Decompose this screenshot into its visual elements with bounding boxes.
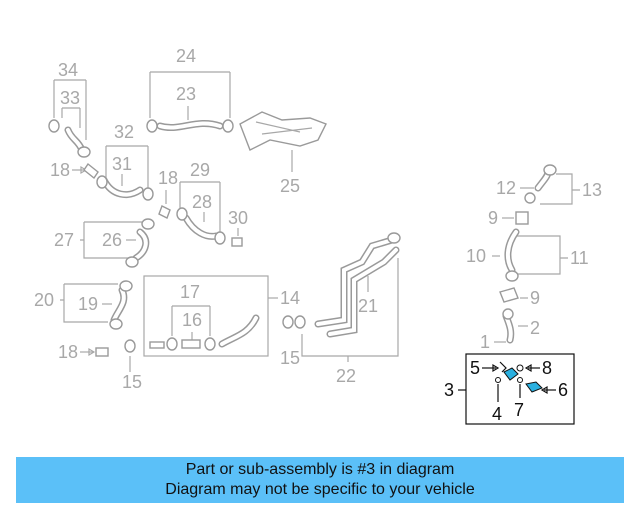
callout-9-a[interactable]: 9 <box>488 208 498 228</box>
clamp-19 <box>109 280 133 330</box>
highlighted-parts-3 <box>495 361 543 393</box>
pipe-assembly-25 <box>239 111 327 151</box>
callout-19[interactable]: 19 <box>78 294 98 314</box>
fitting-9-b <box>499 287 519 303</box>
callout-15-b[interactable]: 15 <box>280 348 300 368</box>
clamp-33 <box>77 146 91 158</box>
callout-25[interactable]: 25 <box>280 176 300 196</box>
callout-16[interactable]: 16 <box>182 310 202 330</box>
callout-1[interactable]: 1 <box>480 332 490 352</box>
callout-34[interactable]: 34 <box>58 60 78 80</box>
box-14 <box>143 275 269 357</box>
callout-11[interactable]: 11 <box>570 248 589 268</box>
callout-9-b[interactable]: 9 <box>530 288 540 308</box>
fitting-9-a <box>515 211 529 225</box>
callout-18-a[interactable]: 18 <box>50 160 70 180</box>
parts-12-13 <box>524 164 557 204</box>
clamp-29 <box>176 207 226 245</box>
callout-21[interactable]: 21 <box>358 296 378 316</box>
callout-13[interactable]: 13 <box>582 180 602 200</box>
callout-7[interactable]: 7 <box>514 400 524 420</box>
fitting-18-b <box>158 205 171 219</box>
fitting-18-c <box>95 347 109 357</box>
callout-8[interactable]: 8 <box>542 358 552 378</box>
callout-27[interactable]: 27 <box>54 230 74 250</box>
callout-14[interactable]: 14 <box>280 288 300 308</box>
highlight-box-3[interactable] <box>465 353 575 425</box>
tube-assembly-21-22 <box>282 232 401 338</box>
callout-30[interactable]: 30 <box>228 208 248 228</box>
callout-12[interactable]: 12 <box>496 178 516 198</box>
info-banner: Part or sub-assembly is #3 in diagram Di… <box>16 457 624 503</box>
clamp-26 <box>125 218 155 268</box>
callout-24[interactable]: 24 <box>176 46 196 66</box>
callout-15-a[interactable]: 15 <box>122 372 142 392</box>
callout-5[interactable]: 5 <box>470 358 480 378</box>
banner-line-1: Part or sub-assembly is #3 in diagram <box>185 461 455 478</box>
clamp-15-a <box>124 339 136 353</box>
callout-29[interactable]: 29 <box>190 160 210 180</box>
clamp-31 <box>96 175 154 201</box>
callout-2[interactable]: 2 <box>530 318 540 338</box>
clamp-34 <box>48 119 60 133</box>
callout-10[interactable]: 10 <box>466 246 486 266</box>
callout-20[interactable]: 20 <box>34 290 54 310</box>
callout-26[interactable]: 26 <box>102 230 122 250</box>
callout-23[interactable]: 23 <box>176 84 196 104</box>
parts-diagram: 34 33 18 32 31 24 23 25 18 29 28 30 27 2… <box>34 46 602 425</box>
banner-line-2: Diagram may not be specific to your vehi… <box>165 481 475 498</box>
clamp-11 <box>505 270 519 282</box>
fitting-30 <box>231 237 243 247</box>
callout-18-c[interactable]: 18 <box>58 342 78 362</box>
callout-17[interactable]: 17 <box>180 282 200 302</box>
callout-4[interactable]: 4 <box>492 404 502 424</box>
callout-3[interactable]: 3 <box>444 380 454 400</box>
callout-18-b[interactable]: 18 <box>158 168 178 188</box>
clamp-2 <box>502 308 514 320</box>
callout-33[interactable]: 33 <box>60 88 80 108</box>
callout-28[interactable]: 28 <box>192 192 212 212</box>
fitting-18-a <box>83 162 99 180</box>
callout-32[interactable]: 32 <box>114 122 134 142</box>
clamp-24 <box>146 119 234 133</box>
parts-16-17 <box>149 337 216 351</box>
callout-31[interactable]: 31 <box>112 154 132 174</box>
callout-6[interactable]: 6 <box>558 380 568 400</box>
callout-22[interactable]: 22 <box>336 366 356 386</box>
